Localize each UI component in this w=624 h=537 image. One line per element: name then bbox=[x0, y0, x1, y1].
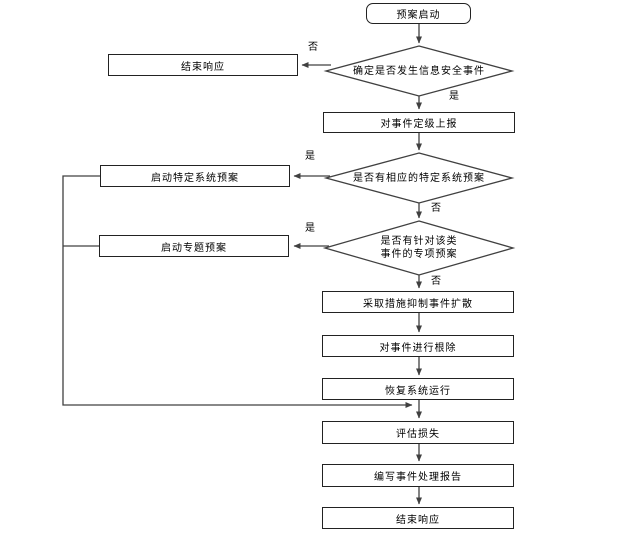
node-contain-spread: 采取措施抑制事件扩散 bbox=[322, 291, 514, 313]
decision-3-label-line2: 事件的专项预案 bbox=[380, 249, 458, 260]
edge-label-d3-no: 否 bbox=[431, 276, 441, 287]
node-end-response-top: 结束响应 bbox=[108, 54, 298, 76]
decision-diamond-2 bbox=[323, 152, 515, 204]
edge-label-d1-yes: 是 bbox=[449, 91, 459, 102]
decision-2-label: 是否有相应的特定系统预案 bbox=[353, 173, 485, 184]
decision-1-label: 确定是否发生信息安全事件 bbox=[353, 66, 485, 77]
node-start-special-plan: 启动专题预案 bbox=[99, 235, 289, 257]
edge-label-d2-yes: 是 bbox=[305, 151, 315, 162]
edge-label-d1-no: 否 bbox=[308, 42, 318, 53]
decision-diamond-3 bbox=[322, 220, 516, 276]
node-write-report: 编写事件处理报告 bbox=[322, 464, 514, 487]
node-restore-system: 恢复系统运行 bbox=[322, 378, 514, 400]
connector-return-path bbox=[62, 175, 413, 408]
node-end-response-bottom: 结束响应 bbox=[322, 507, 514, 529]
node-grade-report: 对事件定级上报 bbox=[323, 112, 515, 133]
edge-label-d2-no: 否 bbox=[431, 203, 441, 214]
node-start: 预案启动 bbox=[366, 3, 471, 24]
node-assess-loss: 评估损失 bbox=[322, 421, 514, 444]
decision-3-label: 是否有针对该类 事件的专项预案 bbox=[344, 235, 494, 261]
decision-diamond-1 bbox=[323, 45, 515, 97]
decision-3-label-line1: 是否有针对该类 bbox=[380, 236, 458, 247]
edge-label-d3-yes: 是 bbox=[305, 223, 315, 234]
node-eradicate: 对事件进行根除 bbox=[322, 335, 514, 357]
node-start-specific-plan: 启动特定系统预案 bbox=[100, 165, 290, 187]
